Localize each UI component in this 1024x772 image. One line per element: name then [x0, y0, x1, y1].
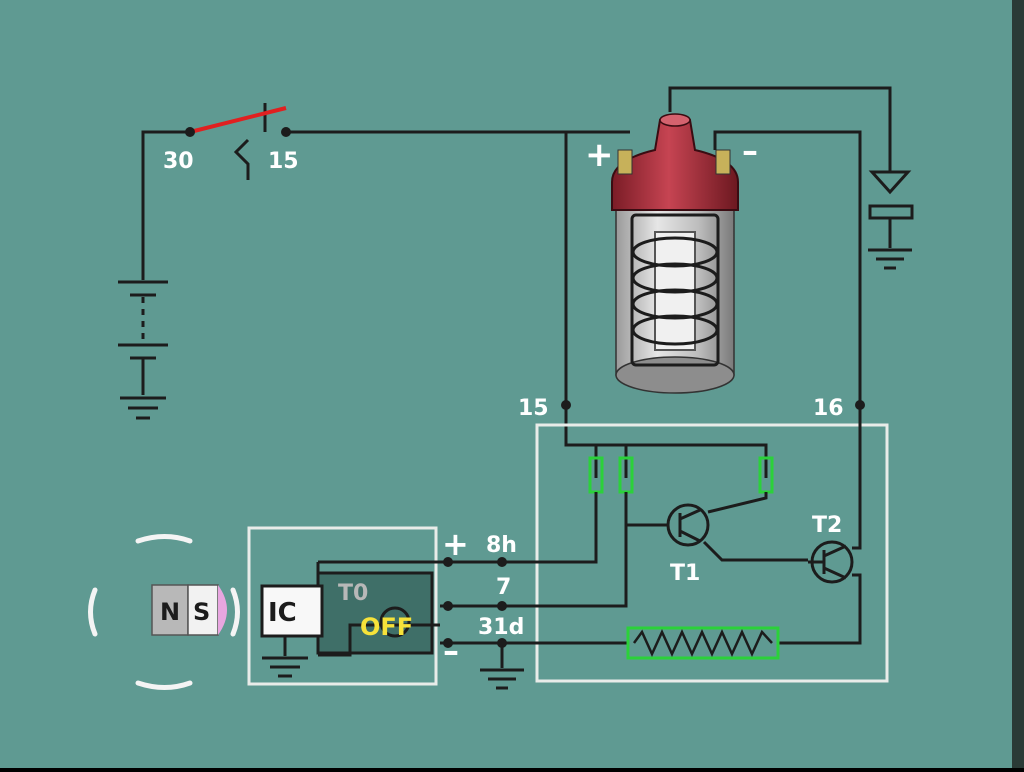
- terminal-30-dot: [185, 127, 195, 137]
- transistor-t2: [808, 540, 854, 584]
- t0-label: T0: [338, 581, 368, 606]
- trigger-rotor: [88, 534, 240, 690]
- terminal-16-label: 16: [813, 396, 844, 421]
- module-plus-label: +: [442, 525, 469, 563]
- switch-arm: [189, 106, 287, 134]
- t1-label: T1: [670, 561, 700, 586]
- resistor: [626, 626, 780, 660]
- module-terminal-mid-dot: [443, 601, 453, 611]
- terminal-15-dot-module: [561, 400, 571, 410]
- magnet-s-label: S: [193, 598, 210, 626]
- module-minus-label: –: [443, 632, 459, 670]
- right-border: [1012, 0, 1024, 768]
- t0-transistor-panel: [316, 571, 434, 655]
- pin-7-label: 7: [496, 575, 511, 600]
- pin-31d-label: 31d: [478, 615, 524, 640]
- pin-31d-ground: [480, 643, 524, 690]
- wire-hv-to-spark: [668, 86, 892, 172]
- off-state-label: OFF: [360, 613, 413, 641]
- ic-ground: [262, 636, 308, 678]
- terminal-15-label: 15: [518, 396, 549, 421]
- terminal-30-label: 30: [163, 149, 194, 174]
- pin-8h-label: 8h: [486, 533, 517, 558]
- pin-7-dot: [497, 601, 507, 611]
- magnet-north: [151, 584, 189, 636]
- wire-8h: [440, 492, 598, 564]
- t2-label: T2: [812, 513, 842, 538]
- t0-wiring: [316, 560, 440, 657]
- ignition-coil: [611, 113, 739, 394]
- control-module-box: [535, 423, 889, 683]
- battery-symbol: [118, 280, 168, 420]
- terminal-15-switch-label: 15: [268, 149, 299, 174]
- pin-8h-dot: [497, 557, 507, 567]
- ic-label: IC: [268, 598, 297, 628]
- magnet-south: [187, 584, 219, 636]
- ignition-switch: [141, 103, 630, 280]
- wire-battery-to-30: [141, 130, 190, 280]
- coil-minus-label: –: [742, 132, 758, 170]
- module-terminal-minus-dot: [443, 638, 453, 648]
- trigger-module-box: [247, 526, 438, 686]
- ic-chip: [260, 584, 324, 638]
- terminal-15-dot: [281, 127, 291, 137]
- coil-plus-label: +: [585, 135, 614, 175]
- transistor-t1: [666, 503, 710, 547]
- wire-coil-minus-to-16: [713, 130, 862, 405]
- spark-plug-symbol: [868, 170, 914, 270]
- module-terminal-plus-dot: [443, 557, 453, 567]
- magnet-field: [218, 585, 227, 635]
- magnet-n-label: N: [160, 598, 180, 626]
